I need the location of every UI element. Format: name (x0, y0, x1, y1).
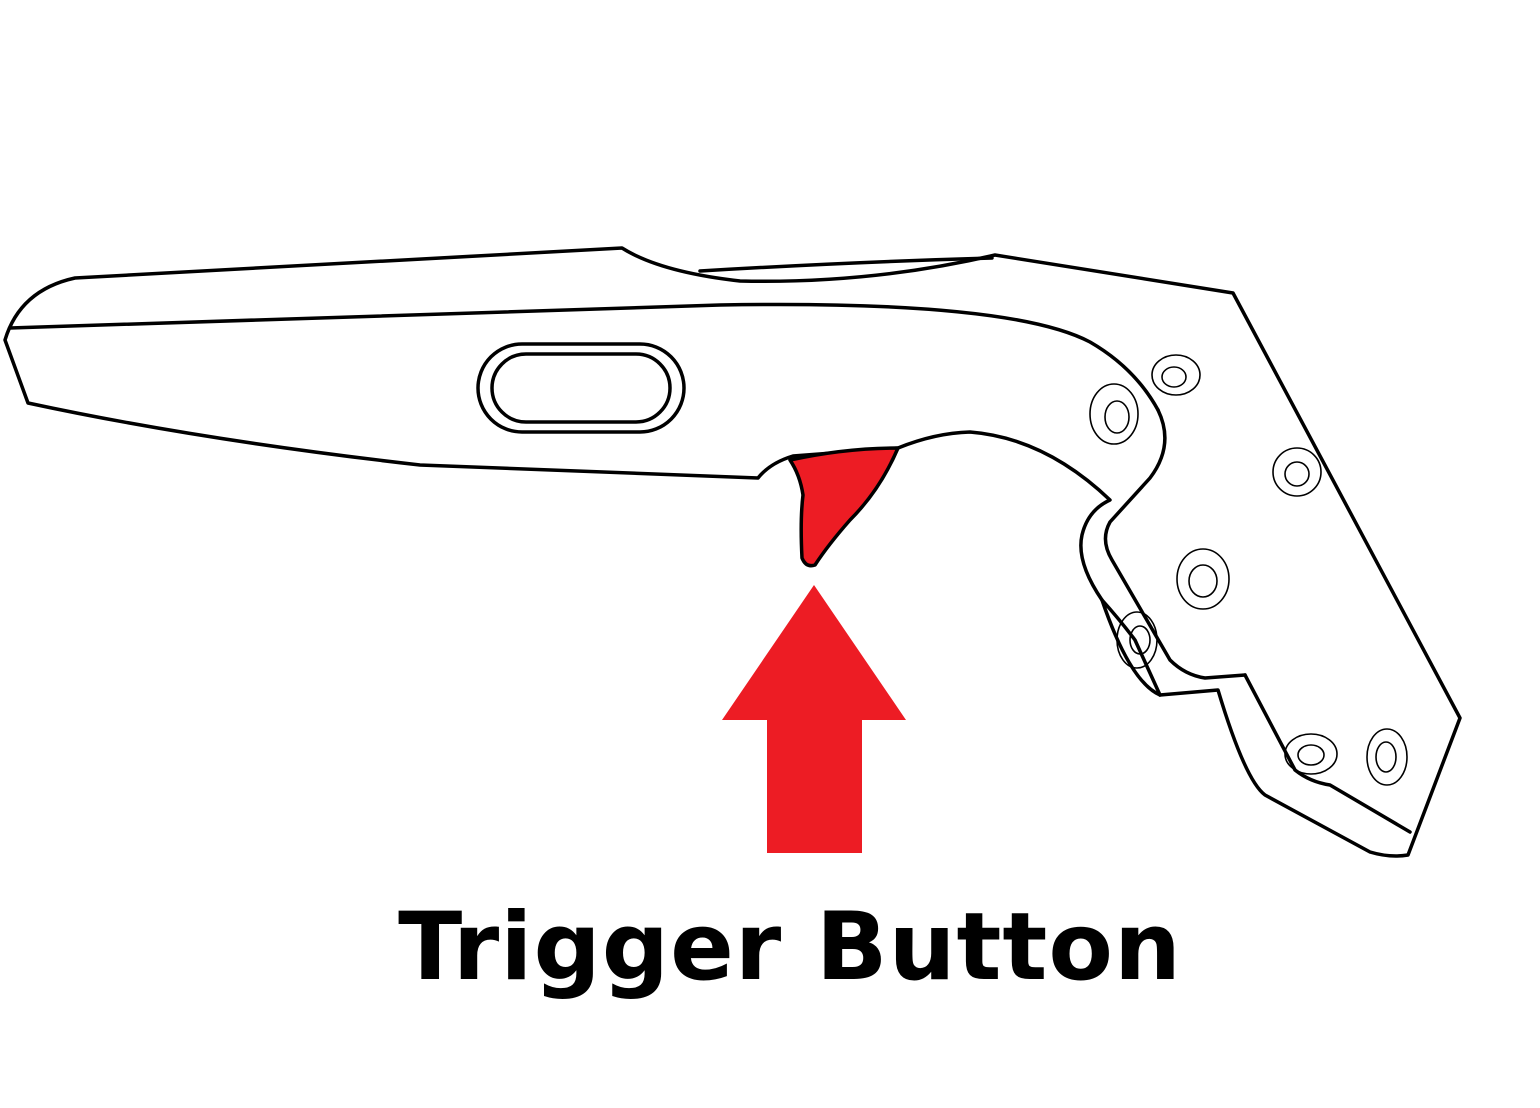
trackpad-outer-ring (476, 342, 686, 434)
arrow-up-icon (722, 585, 906, 853)
sensor-dimple (1272, 447, 1322, 497)
controller-outline (3, 246, 1462, 858)
trigger-button-highlight (788, 446, 900, 568)
sensor-dimple (1284, 733, 1338, 775)
grip-inner-contour (1103, 408, 1247, 680)
head-face-edge (1243, 673, 1412, 834)
sensor-dimple (1176, 548, 1230, 610)
sensor-dimple (1366, 728, 1408, 786)
top-ridge-line (8, 302, 1160, 412)
trackpad-oval (476, 342, 686, 434)
sensor-dimples (1089, 354, 1408, 786)
sensor-dimple (1151, 354, 1201, 396)
trigger-button-label: Trigger Button (398, 893, 1182, 1002)
trackpad-inner-ring (490, 352, 672, 424)
sensor-dimple (1089, 383, 1139, 445)
top-groove (698, 256, 994, 273)
sensor-dimple (1116, 611, 1158, 669)
controller-body (3, 246, 1462, 858)
